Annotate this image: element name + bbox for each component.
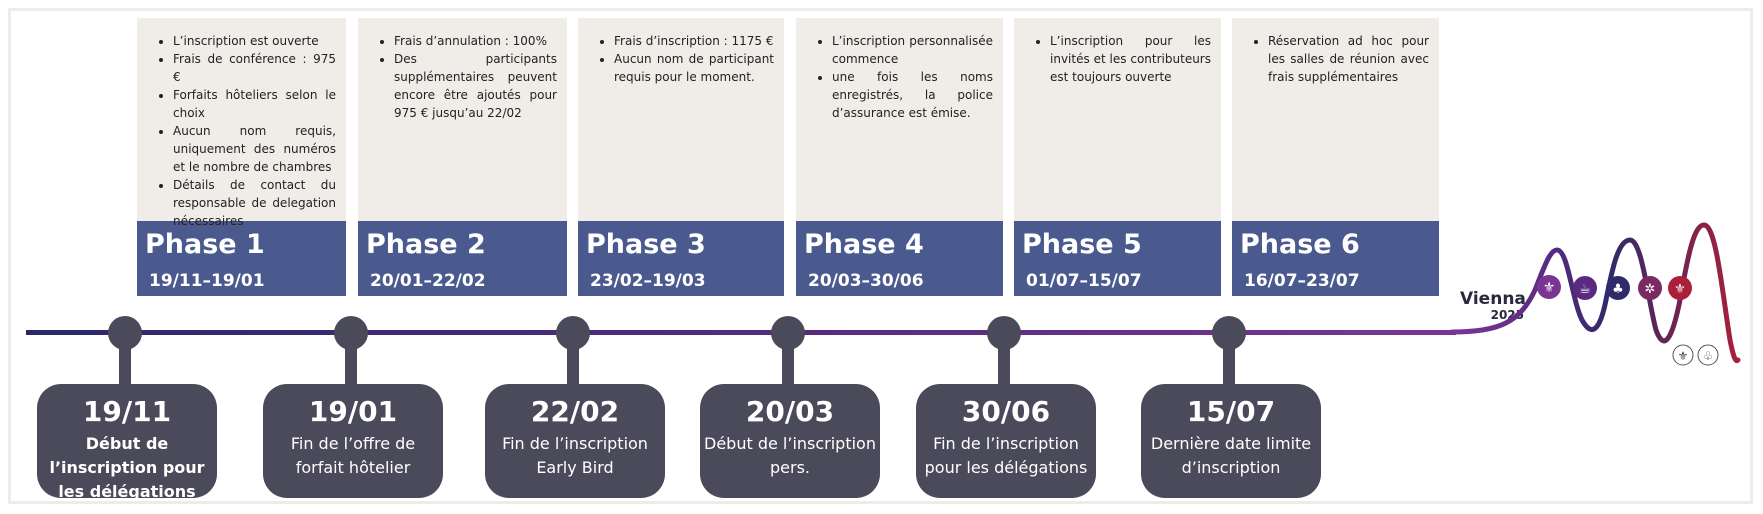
svg-text:⚜: ⚜ (1678, 349, 1689, 363)
phase-description: L’inscription est ouverte Frais de confé… (137, 18, 346, 228)
diagram-frame (8, 8, 1753, 504)
phase-4: L’inscription personnalisée commence une… (796, 18, 1003, 296)
milestone-date: 20/03 (745, 395, 835, 428)
phase-dates: 19/11–19/01 (149, 271, 265, 291)
phase-dates: 20/03–30/06 (808, 271, 924, 291)
milestone-card: 19/01 Fin de l’offre de forfait hôtelier (263, 384, 443, 498)
phase-header: Phase 1 19/11–19/01 (137, 221, 346, 296)
phase-name: Phase 4 (804, 229, 924, 260)
milestone-card: 20/03 Début de l’inscription pers. (700, 384, 880, 498)
svg-text:⚜: ⚜ (1543, 280, 1556, 296)
phase-description: Frais d’annulation : 100% Des participan… (358, 18, 567, 221)
wave-line (1449, 222, 1741, 364)
milestone-stem (567, 346, 579, 386)
phase-item: Aucun nom requis, uniquement des numéros… (173, 122, 336, 176)
timeline-line (26, 330, 1456, 335)
phase-dates: 01/07–15/07 (1026, 271, 1142, 291)
phase-6: Réservation ad hoc pour les salles de ré… (1232, 18, 1439, 296)
cup-icon: ☕ (1573, 276, 1597, 300)
phase-item: Détails de contact du responsable de del… (173, 176, 336, 230)
fleur-de-lis-icon: ⚜ (1537, 275, 1561, 299)
phase-dates: 16/07–23/07 (1244, 271, 1360, 291)
milestone-date: 19/11 (82, 395, 172, 428)
phase-name: Phase 5 (1022, 229, 1142, 260)
milestone-dot (556, 316, 590, 350)
phase-item: L’inscription personnalisée commence (832, 32, 993, 68)
milestone-card: 22/02 Fin de l’inscription Early Bird (485, 384, 665, 498)
milestone-label: Début de l’inscription pour les délégati… (49, 434, 205, 501)
phase-dates: 23/02–19/03 (590, 271, 706, 291)
phase-item: L’inscription est ouverte (173, 32, 336, 50)
milestone-stem (119, 346, 131, 386)
phase-description: L’inscription pour les invités et les co… (1014, 18, 1221, 221)
phase-5: L’inscription pour les invités et les co… (1014, 18, 1221, 296)
svg-text:♣: ♣ (1612, 282, 1624, 297)
milestone-stem (782, 346, 794, 386)
milestone-date: 15/07 (1186, 395, 1276, 428)
milestone-label: Fin de l’inscription pour les délégation… (924, 434, 1088, 477)
milestone-label: Fin de l’offre de forfait hôtelier (290, 434, 416, 477)
phase-dates: 20/01–22/02 (370, 271, 486, 291)
milestone-dot (771, 316, 805, 350)
phase-header: Phase 6 16/07–23/07 (1232, 221, 1439, 296)
phase-description: Réservation ad hoc pour les salles de ré… (1232, 18, 1439, 221)
phase-item: Frais d’annulation : 100% (394, 32, 557, 50)
milestone-stem (998, 346, 1010, 386)
fleur-de-lis-emblem-icon: ⚜ (1672, 344, 1694, 366)
phase-2: Frais d’annulation : 100% Des participan… (358, 18, 567, 296)
milestone-label: Dernière date limite d’inscription (1150, 434, 1312, 477)
milestone-dot (1212, 316, 1246, 350)
phase-item: L’inscription pour les invités et les co… (1050, 32, 1211, 86)
phase-name: Phase 2 (366, 229, 486, 260)
phase-name: Phase 6 (1240, 229, 1360, 260)
wheel-icon: ✲ (1638, 276, 1662, 300)
phase-description: Frais d’inscription : 1175 € Aucun nom d… (578, 18, 784, 221)
phase-item: Frais de conférence : 975 € (173, 50, 336, 86)
phase-1: L’inscription est ouverte Frais de confé… (137, 18, 346, 296)
tree-icon: ♣ (1606, 276, 1630, 300)
svg-text:♧: ♧ (1703, 349, 1714, 363)
phase-description: L’inscription personnalisée commence une… (796, 18, 1003, 221)
milestone-date: 19/01 (308, 395, 398, 428)
phase-item: une fois les noms enregistrés, la police… (832, 68, 993, 122)
phase-item: Aucun nom de participant requis pour le … (614, 50, 774, 86)
phase-header: Phase 5 01/07–15/07 (1014, 221, 1221, 296)
logo-name: Vienna (1460, 289, 1526, 309)
milestone-dot (108, 316, 142, 350)
phase-item: Réservation ad hoc pour les salles de ré… (1268, 32, 1429, 86)
trefoil-emblem-icon: ♧ (1697, 344, 1719, 366)
svg-text:✲: ✲ (1645, 282, 1656, 297)
phase-item: Forfaits hôteliers selon le choix (173, 86, 336, 122)
phase-item: Des participants supplémentaires peuvent… (394, 50, 557, 122)
milestone-date: 30/06 (961, 395, 1051, 428)
phase-header: Phase 3 23/02–19/03 (578, 221, 784, 296)
phase-name: Phase 3 (586, 229, 706, 260)
milestone-dot (987, 316, 1021, 350)
phase-name: Phase 1 (145, 229, 265, 260)
phase-item: Frais d’inscription : 1175 € (614, 32, 774, 50)
milestone-stem (1223, 346, 1235, 386)
milestone-label: Fin de l’inscription Early Bird (502, 434, 648, 477)
milestone-stem (345, 346, 357, 386)
phase-header: Phase 4 20/03–30/06 (796, 221, 1003, 296)
scout-emblem-icon: ⚜ (1668, 276, 1692, 300)
phase-header: Phase 2 20/01–22/02 (358, 221, 567, 296)
milestone-card: 19/11 Début de l’inscription pour les dé… (37, 384, 217, 501)
milestone-label: Début de l’inscription pers. (704, 434, 876, 477)
phase-3: Frais d’inscription : 1175 € Aucun nom d… (578, 18, 784, 296)
svg-text:☕: ☕ (1579, 282, 1591, 297)
milestone-date: 22/02 (530, 395, 620, 428)
milestone-dot (334, 316, 368, 350)
svg-text:⚜: ⚜ (1674, 282, 1686, 297)
milestone-card: 15/07 Dernière date limite d’inscription (1141, 384, 1321, 498)
milestone-card: 30/06 Fin de l’inscription pour les délé… (916, 384, 1096, 498)
